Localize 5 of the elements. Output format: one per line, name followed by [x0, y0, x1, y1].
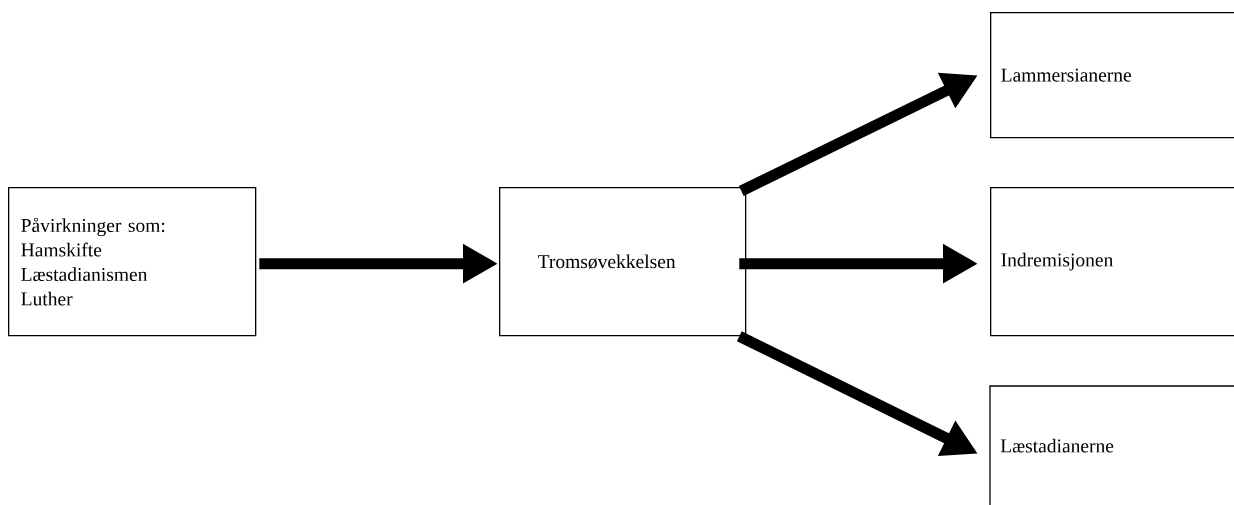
text-box: Tromsøvekkelsen [499, 187, 747, 337]
text-box: Indremisjonen [990, 187, 1234, 337]
text-box: Lammersianerne [990, 12, 1234, 139]
text-box: Læstadianerne [989, 385, 1234, 505]
text-box: Påvirkninger som: Hamskifte Læstadianismen Luther [8, 187, 257, 337]
